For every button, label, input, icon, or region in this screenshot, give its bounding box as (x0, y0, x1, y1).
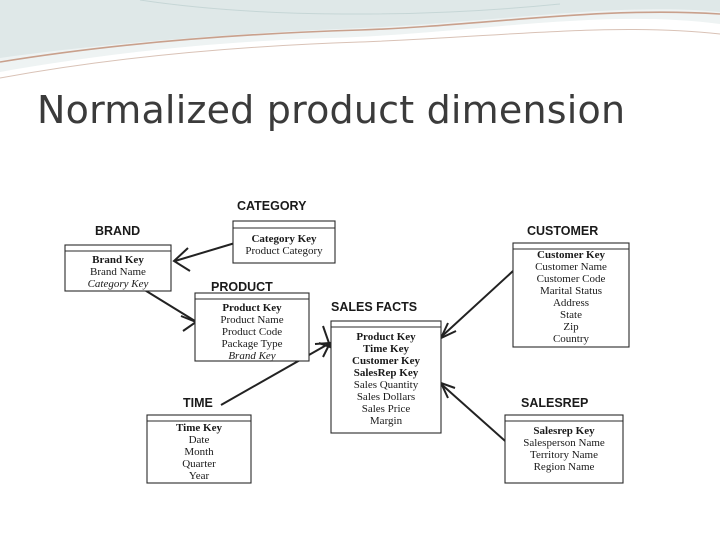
relationship-brand-product (142, 288, 196, 322)
entity-title: SALESREP (521, 396, 588, 410)
relationship-category-brand (174, 242, 236, 262)
attr-category-key: Category Key (251, 233, 317, 245)
attr-sales-quantity: Sales Quantity (354, 379, 419, 391)
entity-title: PRODUCT (211, 280, 273, 294)
attr-sales-dollars: Sales Dollars (357, 391, 415, 403)
relationship-salesrep-salesfacts (439, 382, 514, 449)
attr-product-code: Product Code (222, 326, 282, 338)
entity-product: PRODUCT Product Key Product Name Product… (194, 280, 310, 362)
attr-margin: Margin (370, 415, 403, 427)
attr-zip: Zip (563, 321, 579, 333)
attr-address: Address (553, 297, 589, 309)
attr-time-key: Time Key (176, 422, 222, 434)
attr-product-key: Product Key (356, 331, 416, 343)
entity-title: BRAND (95, 224, 140, 238)
attr-category-key-fk: Category Key (88, 278, 149, 290)
slide-title: Normalized product dimension (37, 88, 626, 132)
entity-title: CATEGORY (237, 199, 307, 213)
attr-customer-code: Customer Code (537, 273, 606, 285)
attr-country: Country (553, 333, 590, 345)
entity-time: TIME Time Key Date Month Quarter Year (146, 396, 252, 484)
entity-sales-facts: SALES FACTS Product Key Time Key Custome… (330, 300, 442, 434)
attr-brand-name: Brand Name (90, 266, 146, 278)
relationship-lines (142, 242, 514, 449)
entity-title: CUSTOMER (527, 224, 598, 238)
attr-customer-name: Customer Name (535, 261, 607, 273)
attr-salesrep-key: Salesrep Key (533, 425, 595, 437)
attr-territory-name: Territory Name (530, 449, 598, 461)
attr-product-category: Product Category (245, 245, 323, 257)
entity-title: TIME (183, 396, 213, 410)
attr-year: Year (189, 470, 210, 482)
attr-time-key: Time Key (363, 343, 409, 355)
attr-package-type: Package Type (221, 338, 282, 350)
relationship-customer-salesfacts (439, 270, 514, 339)
attr-brand-key: Brand Key (92, 254, 144, 266)
attr-customer-key: Customer Key (537, 249, 605, 261)
attr-customer-key: Customer Key (352, 355, 420, 367)
header-swoosh-decoration (0, 0, 720, 79)
attr-sales-price: Sales Price (362, 403, 411, 415)
attr-brand-key-fk: Brand Key (228, 350, 275, 362)
entity-title: SALES FACTS (331, 300, 417, 314)
attr-salesperson-name: Salesperson Name (523, 437, 605, 449)
entity-salesrep: SALESREP Salesrep Key Salesperson Name T… (504, 396, 624, 484)
crows-foot-icon (172, 247, 191, 272)
attr-month: Month (184, 446, 214, 458)
relationship-time-salesfacts (220, 342, 331, 406)
attr-product-name: Product Name (220, 314, 283, 326)
entity-category: CATEGORY Category Key Product Category (232, 199, 336, 264)
attr-product-key: Product Key (222, 302, 282, 314)
attr-salesrep-key: SalesRep Key (354, 367, 419, 379)
attr-region-name: Region Name (534, 461, 595, 473)
er-diagram: CATEGORY Category Key Product Category B… (64, 199, 630, 484)
crows-foot-icon (180, 315, 199, 332)
entity-customer: CUSTOMER Customer Key Customer Name Cust… (512, 224, 630, 348)
crows-foot-icon (314, 341, 332, 358)
attr-marital-status: Marital Status (540, 285, 602, 297)
attr-state: State (560, 309, 582, 321)
attr-date: Date (189, 434, 210, 446)
entity-brand: BRAND Brand Key Brand Name Category Key (64, 224, 172, 292)
attr-quarter: Quarter (182, 458, 216, 470)
